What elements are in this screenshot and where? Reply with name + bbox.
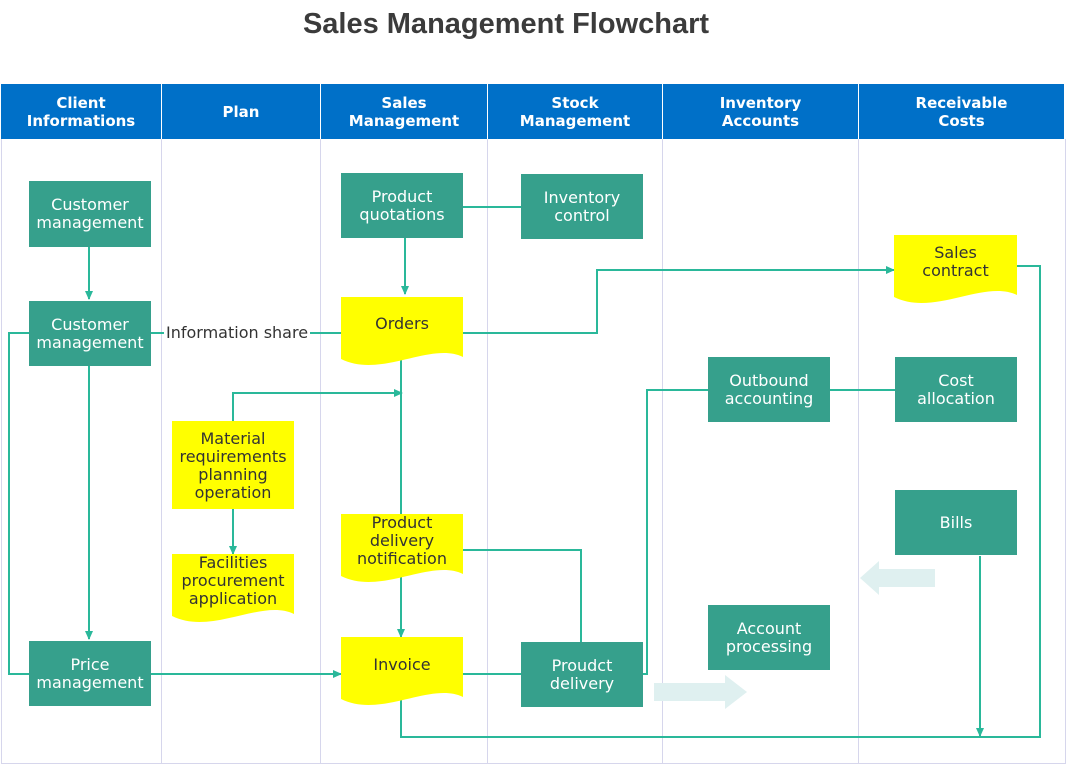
hint-arrow-right-icon bbox=[654, 675, 747, 709]
lane-divider bbox=[662, 139, 663, 764]
lane-header-inventory-accounts: Inventory Accounts bbox=[663, 84, 859, 139]
customer-management-box[interactable]: Customer management bbox=[29, 181, 151, 247]
facilities-procurement-doc[interactable]: Facilities procurement application bbox=[172, 554, 294, 626]
material-requirements-doc[interactable]: Material requirements planning operation bbox=[172, 421, 294, 509]
lane-divider bbox=[858, 139, 859, 764]
sales-contract-doc[interactable]: Sales contract bbox=[894, 235, 1017, 308]
cost-allocation-box[interactable]: Cost allocation bbox=[895, 357, 1017, 422]
lane-header-client-informations: Client Informations bbox=[1, 84, 162, 139]
invoice-label: Invoice bbox=[373, 655, 431, 674]
price-management-box[interactable]: Price management bbox=[29, 641, 151, 706]
product-quotations-box[interactable]: Product quotations bbox=[341, 173, 463, 238]
edge-contract-loop bbox=[400, 265, 1041, 738]
lane-header-stock-management: Stock Management bbox=[488, 84, 663, 139]
lane-divider bbox=[161, 139, 162, 764]
sales-contract-label: Sales contract bbox=[922, 243, 989, 280]
material-requirements-label: Material requirements planning operation bbox=[179, 429, 287, 502]
edge-material-to-orders bbox=[232, 389, 403, 421]
proudct-delivery-box[interactable]: Proudct delivery bbox=[521, 642, 643, 707]
edge-orders-to-contract bbox=[463, 266, 895, 334]
edge-notification-to-delivery bbox=[463, 549, 582, 642]
edge-label-information-share: Information share bbox=[164, 323, 311, 342]
customer-management-box-2[interactable]: Customer management bbox=[29, 301, 151, 366]
hint-arrow-left-icon bbox=[860, 561, 935, 595]
orders-label: Orders bbox=[375, 314, 429, 333]
lane-header-receivable-costs: Receivable Costs bbox=[859, 84, 1064, 139]
product-delivery-notification-doc[interactable]: Product delivery notification bbox=[341, 514, 463, 587]
lane-divider bbox=[320, 139, 321, 764]
invoice-doc[interactable]: Invoice bbox=[341, 637, 463, 710]
lane-header-sales-management: Sales Management bbox=[321, 84, 488, 139]
bills-box[interactable]: Bills bbox=[895, 490, 1017, 555]
edge-customer-loop bbox=[8, 332, 29, 675]
account-processing-box[interactable]: Account processing bbox=[708, 605, 830, 670]
page-title: Sales Management Flowchart bbox=[302, 8, 710, 40]
outbound-accounting-box[interactable]: Outbound accounting bbox=[708, 357, 830, 422]
edge-delivery-to-outbound bbox=[643, 389, 708, 675]
orders-doc[interactable]: Orders bbox=[341, 297, 463, 370]
facilities-procurement-label: Facilities procurement application bbox=[181, 553, 285, 608]
lane-divider bbox=[487, 139, 488, 764]
lane-header-plan: Plan bbox=[162, 84, 321, 139]
product-delivery-notification-label: Product delivery notification bbox=[357, 513, 447, 568]
inventory-control-box[interactable]: Inventory control bbox=[521, 174, 643, 239]
